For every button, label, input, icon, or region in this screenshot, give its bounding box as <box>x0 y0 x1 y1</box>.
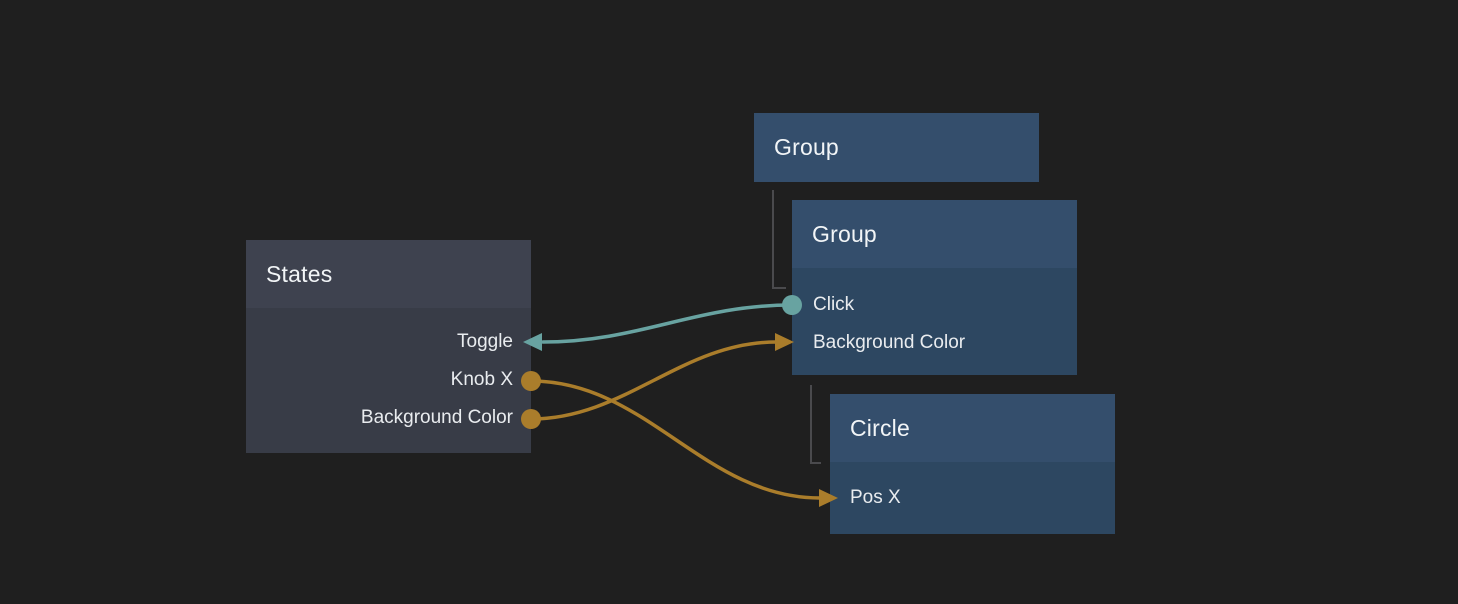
node-states-header[interactable]: States <box>246 240 531 308</box>
node-group-1[interactable]: Group <box>754 113 1039 182</box>
node-group-2[interactable]: Group Click Background Color <box>792 200 1077 375</box>
port-row-click[interactable]: Click <box>813 286 1077 324</box>
node-title: Circle <box>850 414 910 441</box>
node-group-2-body: Click Background Color <box>792 268 1077 375</box>
port-label: Toggle <box>457 331 513 352</box>
port-row-background-color[interactable]: Background Color <box>246 399 513 437</box>
node-group-1-header[interactable]: Group <box>754 113 1039 182</box>
port-label: Background Color <box>360 407 513 428</box>
port-row-pos-x[interactable]: Pos X <box>850 479 1115 517</box>
node-group-2-header[interactable]: Group <box>792 200 1077 268</box>
wire-knob-x-to-pos-x[interactable] <box>529 379 822 500</box>
node-title: Group <box>812 220 877 247</box>
hierarchy-link-group2-circle <box>810 385 821 464</box>
node-states[interactable]: States Toggle Knob X Background Color <box>246 240 531 453</box>
port-label: Pos X <box>850 487 901 508</box>
port-label: Knob X <box>450 369 513 390</box>
wire-click-to-toggle[interactable] <box>541 303 794 344</box>
node-title: Group <box>774 134 839 160</box>
node-circle-header[interactable]: Circle <box>830 394 1115 462</box>
hierarchy-link-group1-group2 <box>772 190 786 289</box>
node-circle-body: Pos X <box>830 462 1115 534</box>
port-row-knob-x[interactable]: Knob X <box>246 361 513 399</box>
port-row-background-color[interactable]: Background Color <box>813 324 1077 362</box>
port-row-toggle[interactable]: Toggle <box>246 323 513 361</box>
node-circle[interactable]: Circle Pos X <box>830 394 1115 534</box>
wire-background-color-to-group[interactable] <box>529 340 778 421</box>
port-label: Click <box>813 294 855 315</box>
node-states-body: Toggle Knob X Background Color <box>246 308 531 453</box>
node-title: States <box>266 260 333 287</box>
port-label: Background Color <box>813 332 966 353</box>
